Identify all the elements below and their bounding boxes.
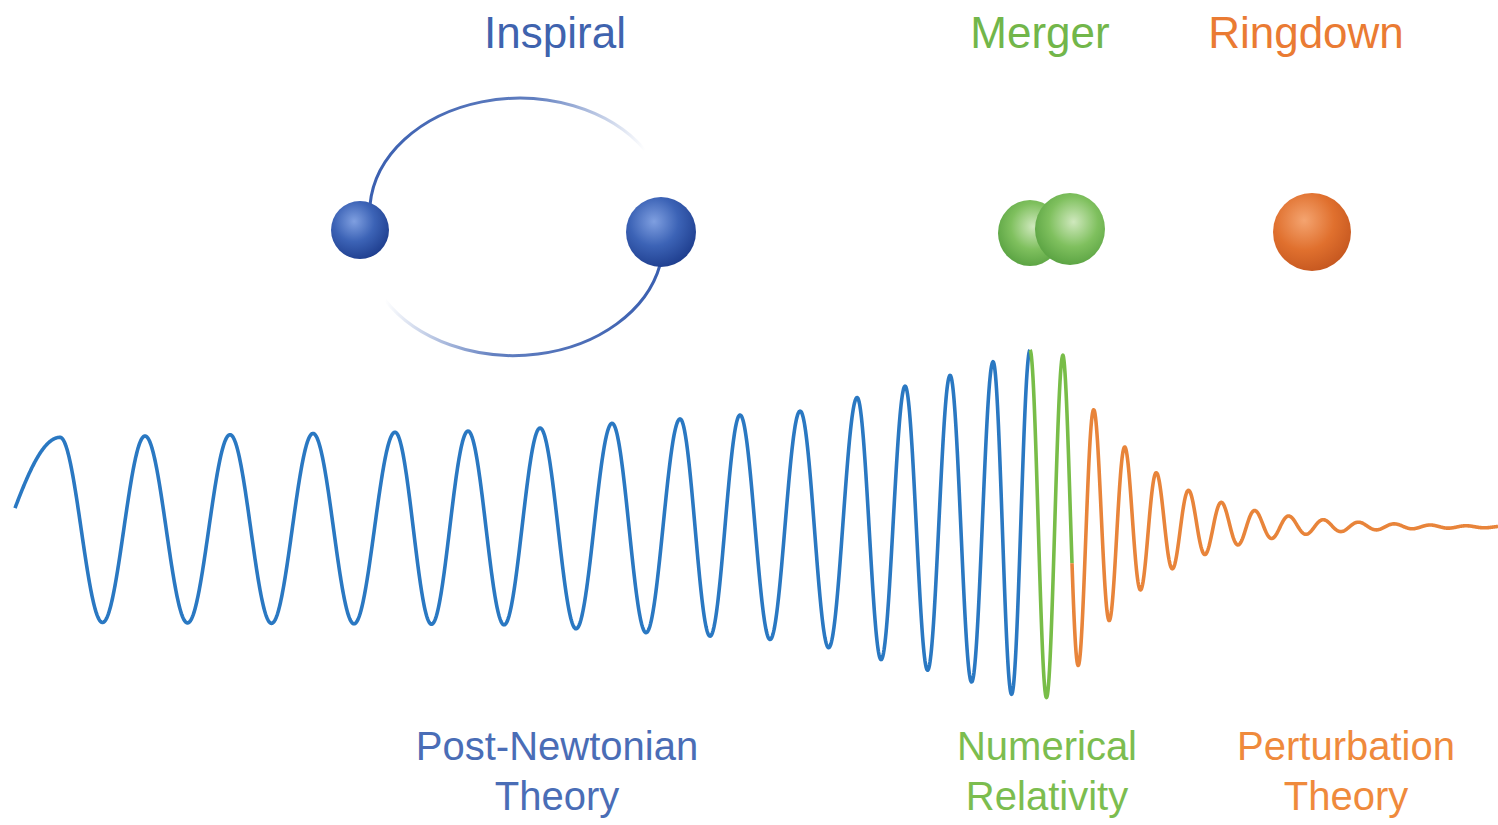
method-label: Post-Newtonian Theory [398,721,716,821]
method-label: Perturbation Theory [1212,721,1481,821]
phase-title: Ringdown [1208,7,1404,60]
orbit-arc [385,265,660,356]
merger-blob [998,193,1105,266]
waveform-segment [1072,410,1498,666]
waveform [15,350,1498,698]
merger-lobe [1035,193,1105,265]
phase-title: Merger [970,7,1109,60]
orbit-arc [370,98,645,205]
black-hole [331,201,389,259]
method-label: Numerical Relativity [913,721,1182,821]
waveform-segment [15,350,1030,694]
phase-title: Inspiral [484,7,626,60]
black-hole [626,197,696,267]
waveform-segment [1030,350,1072,698]
final-black-hole [1273,193,1351,271]
